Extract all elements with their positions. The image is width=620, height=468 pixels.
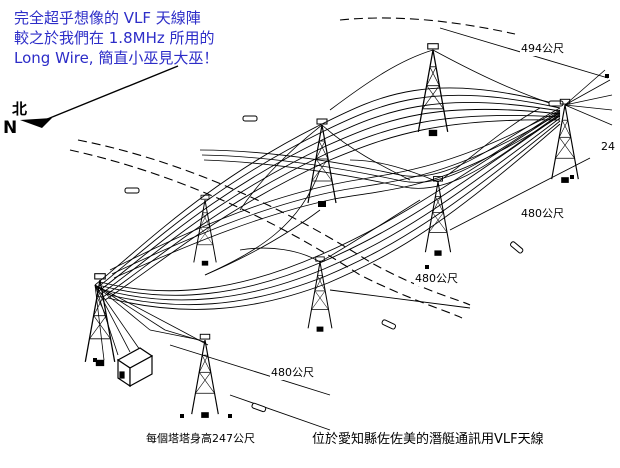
north-label-letter: N — [3, 118, 18, 138]
left-end-fan — [94, 284, 209, 361]
dimension-label-24: 24 — [600, 140, 616, 153]
headline-line-1: 完全超乎想像的 VLF 天線陣 — [14, 9, 201, 27]
antenna-wire-bundle-bottom — [99, 111, 561, 310]
tower-height-note: 每個塔塔身高247公尺 — [145, 430, 256, 446]
antenna-wire-bundle-middle — [109, 107, 561, 279]
dimension-lines — [169, 27, 609, 431]
dimension-label-480-left: 480公尺 — [270, 364, 315, 380]
antenna-wire-bundle-top — [94, 87, 561, 301]
north-arrow-icon — [20, 65, 179, 128]
north-label-chinese: 北 — [12, 100, 28, 118]
tower-back-left — [193, 194, 217, 267]
headline-caption: 完全超乎想像的 VLF 天線陣 較之於我們在 1.8MHz 所用的 Long W… — [14, 8, 264, 68]
guy-anchors — [93, 74, 609, 418]
dashed-guide-lines — [69, 17, 516, 319]
headline-line-3: Long Wire, 簡直小巫見大巫！ — [14, 49, 219, 67]
right-end-fan — [564, 69, 613, 126]
tower-front-middle — [307, 256, 333, 333]
dimension-label-480-right: 480公尺 — [520, 205, 565, 221]
tower-front-left — [191, 333, 219, 419]
support-cables — [204, 49, 556, 276]
bottom-caption: 位於愛知縣佐佐美的潛艇通訊用VLF天線 — [312, 432, 544, 447]
insulator-markers — [124, 100, 564, 413]
headline-line-2: 較之於我們在 1.8MHz 所用的 — [14, 29, 215, 47]
station-building — [116, 347, 154, 388]
dimension-label-494: 494公尺 — [520, 40, 565, 56]
dimension-label-480-middle: 480公尺 — [414, 270, 459, 286]
